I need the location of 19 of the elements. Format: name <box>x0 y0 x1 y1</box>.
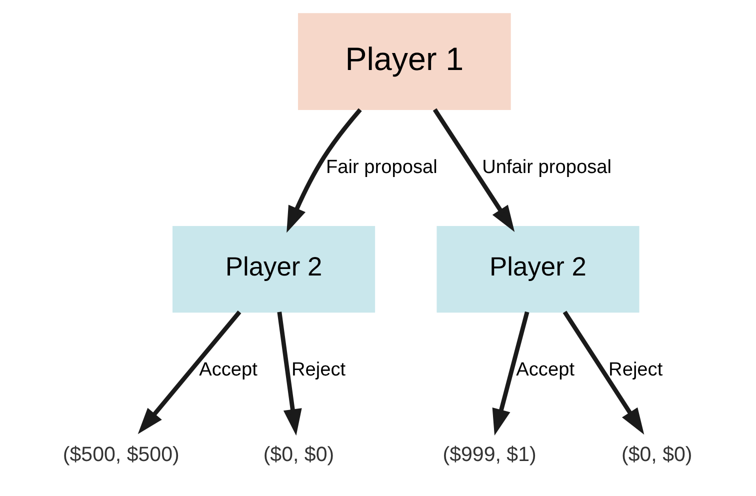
arrow <box>138 310 242 434</box>
edge-label: Reject <box>608 360 663 381</box>
arrow <box>286 108 362 233</box>
edge-label: Fair proposal <box>326 156 438 178</box>
node-text: ($0, $0) <box>263 443 334 466</box>
node-text: ($500, $500) <box>62 443 180 466</box>
edge-label: Accept <box>516 360 574 381</box>
edge-label: Accept <box>199 360 258 381</box>
arrow <box>277 312 302 436</box>
arrow <box>432 108 515 232</box>
arrow <box>562 310 644 435</box>
edge-label: Unfair proposal <box>482 156 612 178</box>
node-box: Player 2 <box>172 226 376 313</box>
node-box: Player 1 <box>298 13 511 110</box>
node-text: ($0, $0) <box>622 443 692 466</box>
node-text: ($999, $1) <box>442 443 536 466</box>
node-box: Player 2 <box>436 226 640 313</box>
edge-label: Reject <box>292 360 346 381</box>
arrow <box>492 311 530 436</box>
